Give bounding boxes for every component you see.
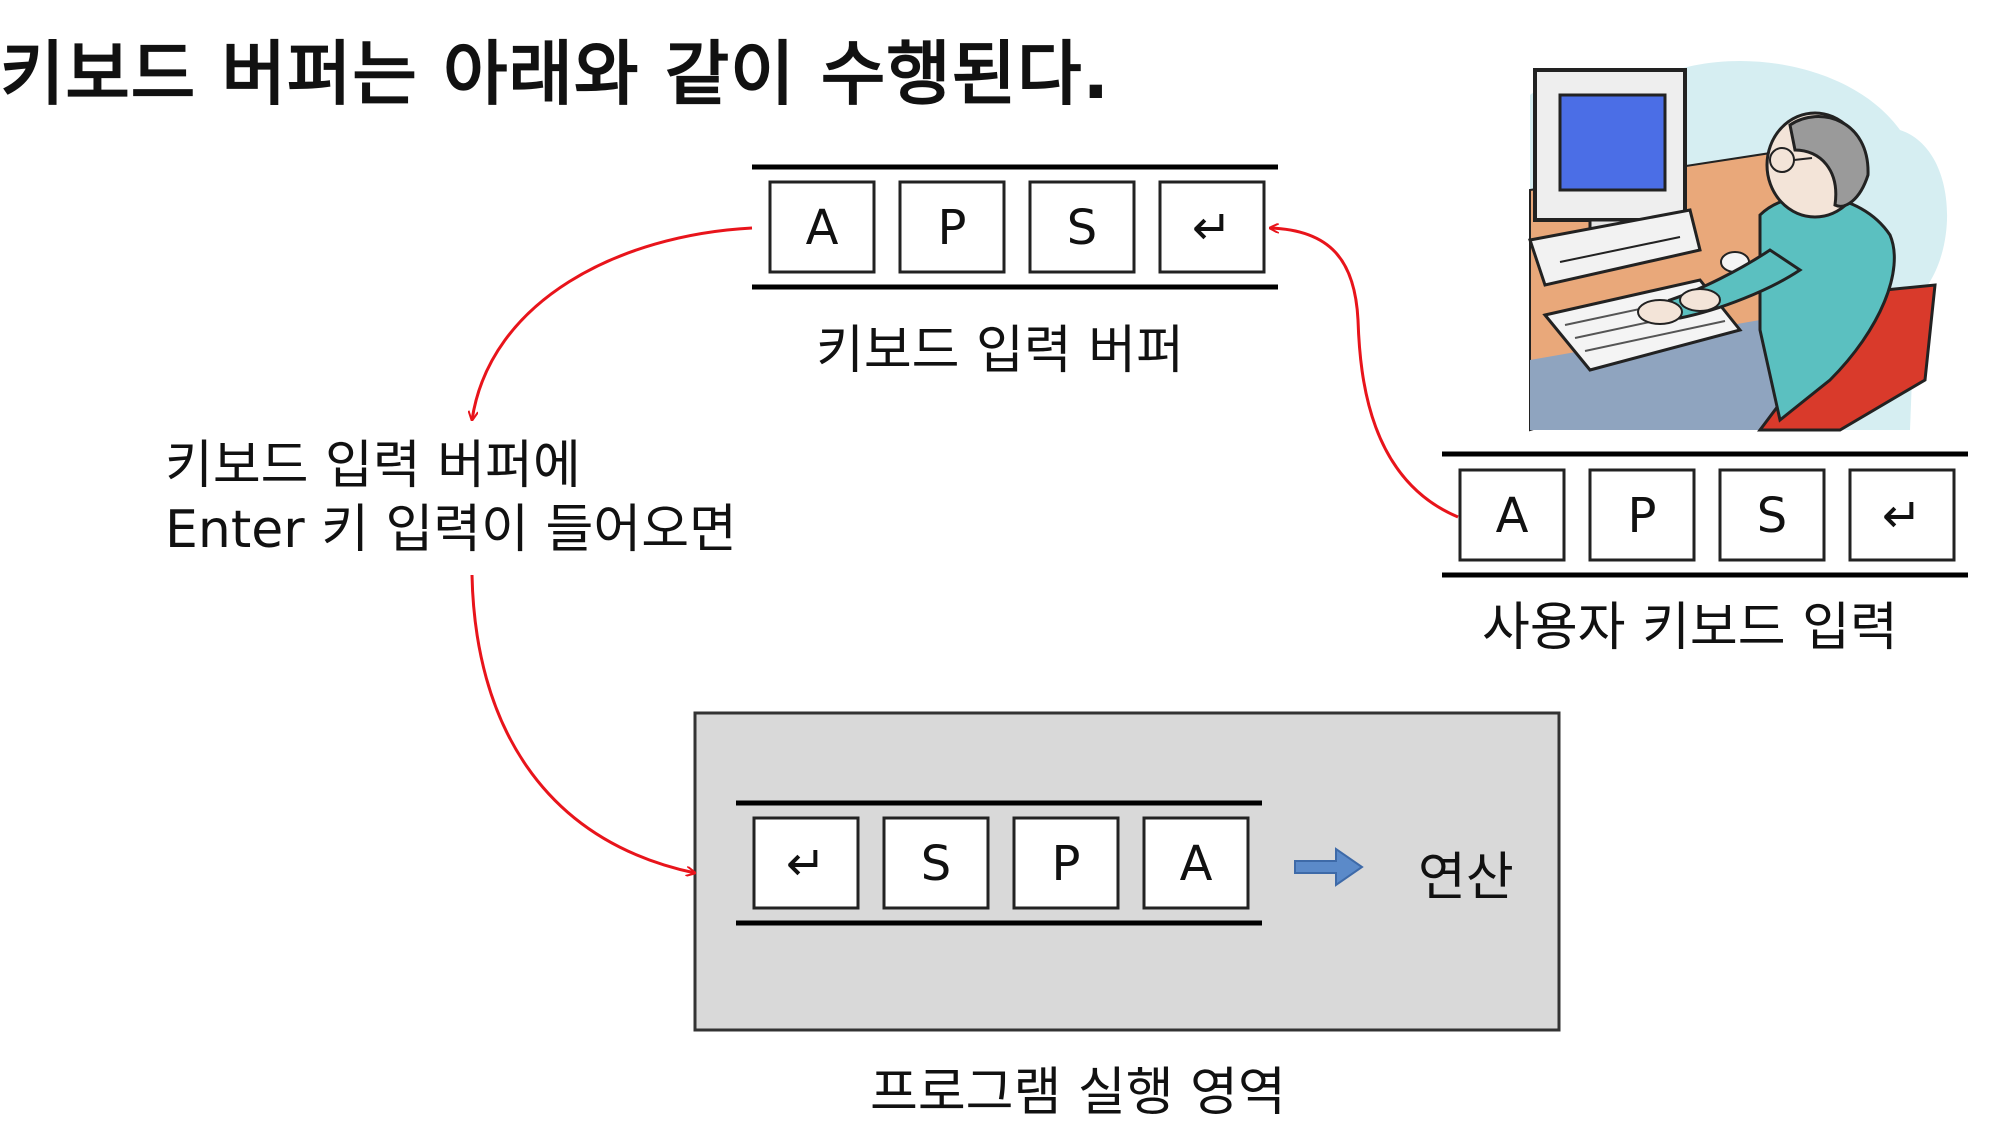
program-key-label: ↵ (786, 836, 826, 892)
buffer-keys: A P S ↵ (768, 180, 1266, 274)
program-keys: ↵ S P A (752, 816, 1250, 910)
input-to-buffer-arrow (1270, 228, 1459, 519)
program-key-label: P (1052, 836, 1081, 892)
operation-label: 연산 (1418, 848, 1514, 908)
buffer-key-label: S (1067, 200, 1097, 256)
user-input-key-label: S (1757, 488, 1787, 544)
condition-text-line2: Enter 키 입력이 들어오면 (165, 500, 737, 560)
user-input-keys: A P S ↵ (1458, 468, 1956, 562)
buffer-key-box (1028, 180, 1136, 274)
user-input-key-box (1718, 468, 1826, 562)
buffer-key-box (898, 180, 1006, 274)
buffer-key-box (1158, 180, 1266, 274)
user-input-key-label: A (1496, 488, 1529, 544)
condition-to-program-arrow (470, 574, 695, 873)
user-input-key-box (1588, 468, 1696, 562)
buffer-key-label: A (806, 200, 839, 256)
right-arrow-icon (1294, 847, 1364, 887)
program-key-label: S (921, 836, 951, 892)
buffer-key-label: ↵ (1192, 200, 1232, 256)
user-input-key-box (1848, 468, 1956, 562)
program-key-box (752, 816, 860, 910)
program-key-box (1142, 816, 1250, 910)
buffer-to-condition-arrow (472, 226, 753, 420)
person-at-computer-icon (1528, 60, 1948, 432)
user-input-label: 사용자 키보드 입력 (1482, 598, 1898, 658)
program-key-box (1012, 816, 1120, 910)
user-input-key-box (1458, 468, 1566, 562)
program-key-box (882, 816, 990, 910)
program-area-label: 프로그램 실행 영역 (870, 1063, 1286, 1123)
buffer-key-label: P (938, 200, 967, 256)
buffer-key-box (768, 180, 876, 274)
user-input-key-label: ↵ (1882, 488, 1922, 544)
user-input-key-label: P (1628, 488, 1657, 544)
program-key-label: A (1180, 836, 1213, 892)
condition-text-line1: 키보드 입력 버퍼에 (165, 436, 581, 496)
page-title: 키보드 버퍼는 아래와 같이 수행된다. (0, 33, 1111, 115)
buffer-label: 키보드 입력 버퍼 (816, 321, 1184, 381)
